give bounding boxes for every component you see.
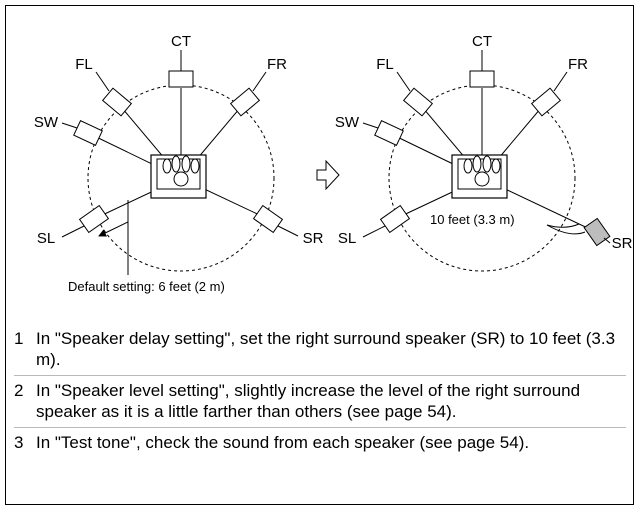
step-text: In "Test tone", check the sound from eac…: [36, 433, 530, 452]
step-number: 2: [14, 381, 24, 400]
speaker-diagram: CT FL FR SW SL SR Default setting: 6 fee…: [34, 33, 633, 294]
speaker-ct-icon: [469, 70, 495, 88]
step-item: 1 In "Speaker delay setting", set the ri…: [14, 324, 626, 376]
speaker-sr-moved-icon: [583, 217, 611, 247]
speaker-fl-icon: [101, 87, 133, 117]
right-label-ct: CT: [472, 33, 492, 50]
step-item: 3 In "Test tone", check the sound from e…: [14, 428, 626, 458]
right-label-fr: FR: [568, 56, 588, 73]
instruction-steps: 1 In "Speaker delay setting", set the ri…: [14, 324, 626, 458]
figure-frame: [5, 5, 634, 505]
speaker-sr-icon: [252, 204, 284, 234]
step-text: In "Speaker level setting", slightly inc…: [36, 381, 581, 421]
speaker-fr-icon: [530, 87, 562, 117]
left-label-fr: FR: [267, 56, 287, 73]
step-number: 1: [14, 329, 24, 348]
listener-icon: [451, 154, 508, 199]
speaker-sl-icon: [379, 204, 411, 234]
distance-label: 10 feet (3.3 m): [430, 212, 515, 227]
left-label-sl: SL: [37, 230, 55, 247]
transition-arrow-icon: [316, 159, 340, 191]
left-label-sr: SR: [303, 230, 324, 247]
left-label-fl: FL: [75, 56, 93, 73]
speaker-sl-icon: [78, 204, 110, 234]
step-text: In "Speaker delay setting", set the righ…: [36, 329, 616, 369]
left-caption: Default setting: 6 feet (2 m): [68, 279, 225, 294]
right-diagram: CT FL FR SW SL SR 10 feet (3.3 m): [335, 33, 633, 272]
right-label-sw: SW: [335, 114, 360, 131]
right-label-fl: FL: [376, 56, 394, 73]
speaker-ct-icon: [168, 70, 194, 88]
speaker-sw-icon: [374, 120, 404, 146]
step-number: 3: [14, 433, 24, 452]
left-label-ct: CT: [171, 33, 191, 50]
listener-icon: [150, 154, 207, 199]
right-label-sr: SR: [612, 235, 633, 252]
speaker-sw-icon: [73, 120, 103, 146]
left-diagram: CT FL FR SW SL SR Default setting: 6 fee…: [34, 33, 324, 294]
left-label-sw: SW: [34, 114, 59, 131]
step-item: 2 In "Speaker level setting", slightly i…: [14, 376, 626, 428]
right-label-sl: SL: [338, 230, 356, 247]
speaker-fl-icon: [402, 87, 434, 117]
speaker-fr-icon: [229, 87, 261, 117]
